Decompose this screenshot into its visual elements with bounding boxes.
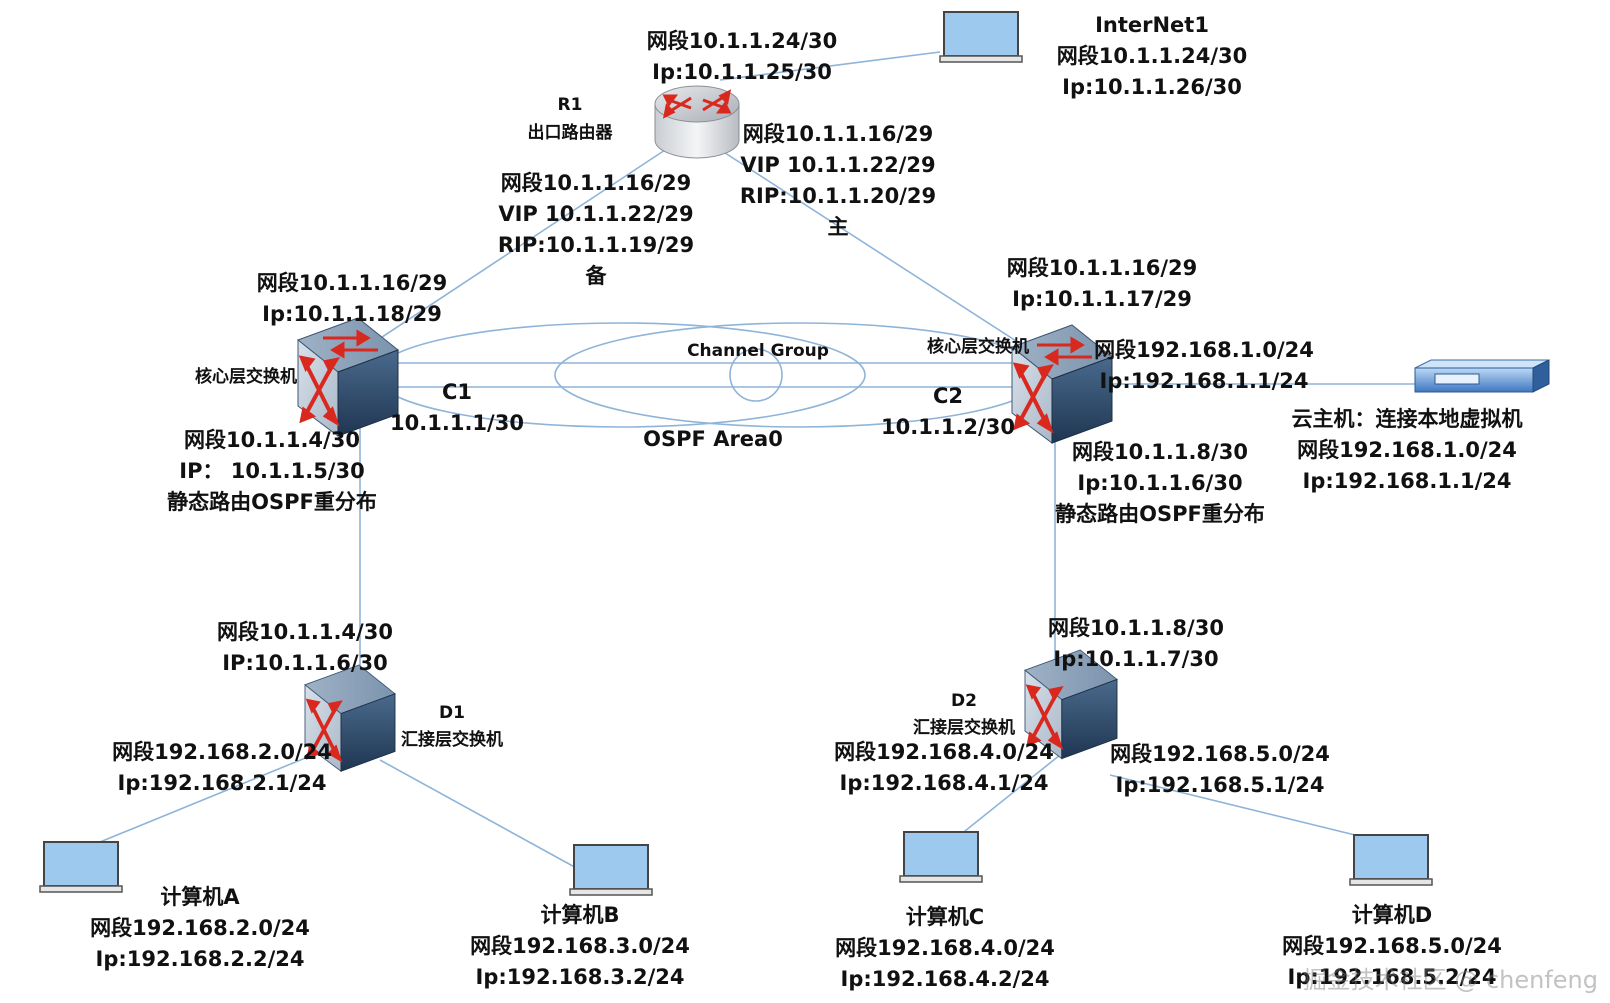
laptop-pc-d-icon[interactable] bbox=[1349, 834, 1433, 886]
c1-role: 核心层交换机 bbox=[195, 367, 297, 387]
r1-role: 出口路由器 bbox=[527, 123, 613, 143]
link-d1-pc-b bbox=[379, 759, 581, 871]
d1-role: 汇接层交换机 bbox=[401, 730, 503, 750]
link-d2-pc-d bbox=[1109, 774, 1356, 836]
c2-link-ip: 10.1.1.2/30 bbox=[881, 415, 1015, 439]
c1-name: C1 bbox=[441, 380, 473, 404]
d2-role: 汇接层交换机 bbox=[913, 718, 1015, 738]
channel-group-label: Channel Group bbox=[687, 341, 829, 361]
channel-group-circle bbox=[729, 348, 783, 402]
c1-link-ip: 10.1.1.1/30 bbox=[390, 411, 524, 435]
laptop-internet-icon[interactable] bbox=[939, 11, 1023, 63]
link-r1-internet bbox=[719, 51, 941, 81]
link-d1-pc-a bbox=[99, 751, 321, 843]
d1-name: D1 bbox=[439, 703, 465, 723]
laptop-pc-c-icon[interactable] bbox=[899, 831, 983, 883]
link-r1-c2 bbox=[704, 139, 1031, 351]
laptop-pc-b-icon[interactable] bbox=[569, 844, 653, 896]
r1-name: R1 bbox=[557, 95, 583, 115]
link-r1-c1 bbox=[369, 149, 666, 346]
c2-name: C2 bbox=[932, 384, 964, 408]
watermark: 掘金技术社区 @ chenfeng bbox=[1302, 966, 1598, 994]
d2-name: D2 bbox=[951, 691, 977, 711]
c2-role: 核心层交换机 bbox=[927, 337, 1029, 357]
ospf-area-label: OSPF Area0 bbox=[643, 427, 783, 451]
cloud-server-icon[interactable] bbox=[1414, 359, 1550, 393]
router-icon[interactable] bbox=[654, 85, 740, 159]
link-d2-pc-c bbox=[959, 754, 1061, 836]
